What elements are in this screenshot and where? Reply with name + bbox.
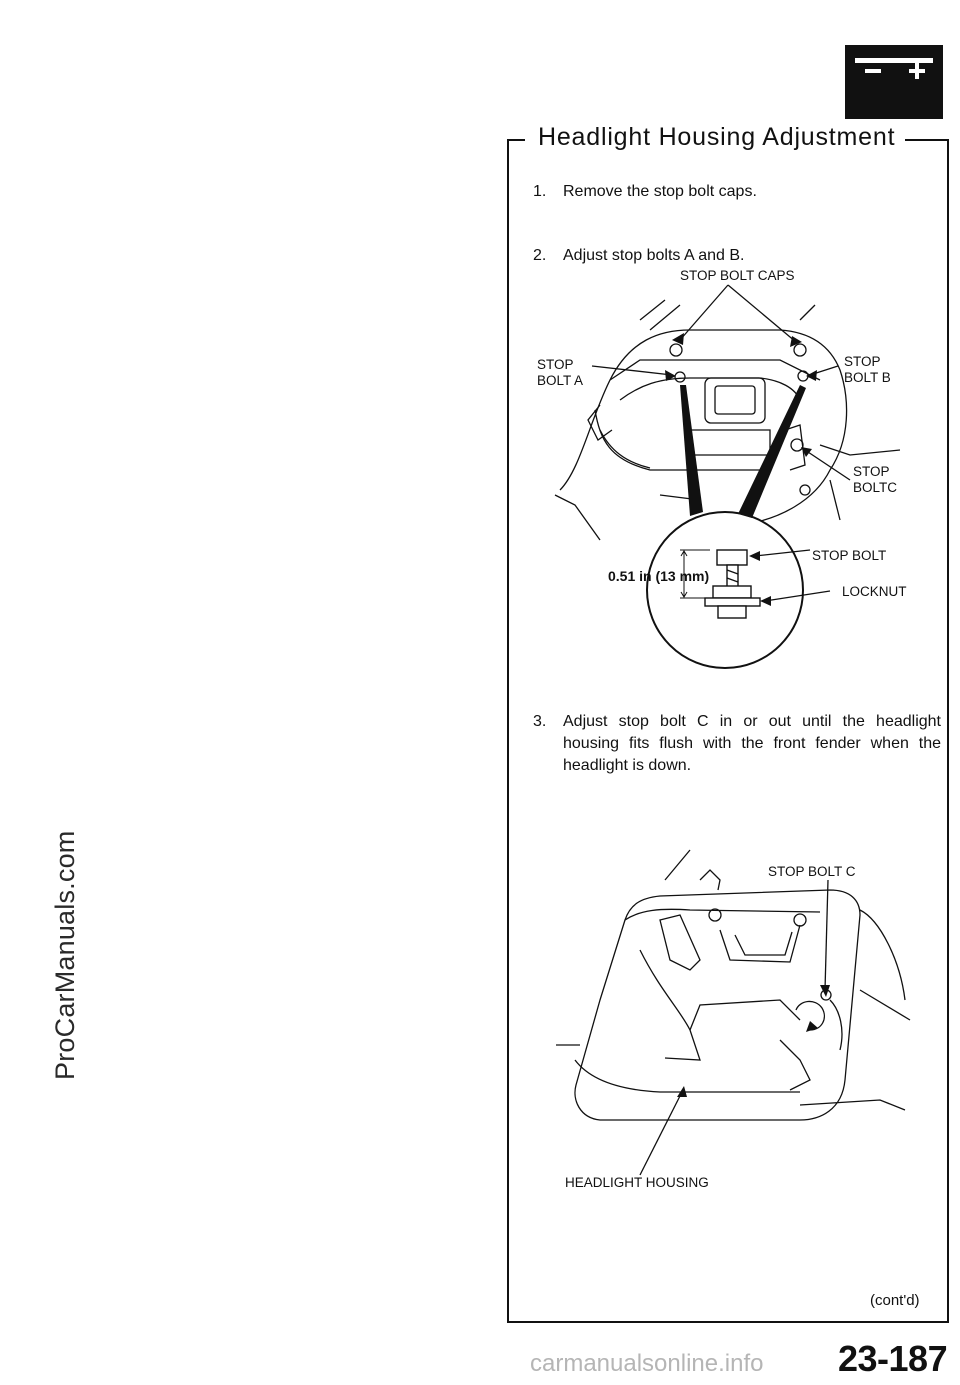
bottom-watermark: carmanualsonline.info [530, 1350, 764, 1377]
label-line: STOP [537, 357, 574, 372]
label-line: STOP [844, 354, 881, 369]
label-line: STOP [853, 464, 890, 479]
label-line: BOLTC [853, 480, 898, 495]
label-line: BOLT A [537, 373, 584, 388]
step-1: 1. Remove the stop bolt caps. [533, 181, 933, 203]
battery-icon [845, 45, 943, 119]
step-number: 2. [533, 247, 547, 264]
label-stop-bolt-a: STOP BOLT A [537, 357, 583, 389]
label-stop-bolt-c: STOP BOLTC [853, 464, 897, 496]
continued-note: (cont'd) [870, 1292, 920, 1309]
step-text: Adjust stop bolt C in or out until the h… [563, 713, 941, 774]
page-number: 23-187 [838, 1338, 948, 1379]
label-stop-bolt-b: STOP BOLT B [844, 354, 891, 386]
label-stop-bolt-c-detail: STOP BOLT C [768, 864, 856, 879]
step-2: 2. Adjust stop bolts A and B. [533, 245, 933, 267]
step-3: 3. Adjust stop bolt C in or out until th… [533, 711, 941, 777]
label-stop-bolt: STOP BOLT [812, 548, 887, 563]
label-dimension: 0.51 in (13 mm) [608, 568, 710, 584]
label-headlight-housing: HEADLIGHT HOUSING [565, 1175, 709, 1190]
label-line: BOLT B [844, 370, 891, 385]
step-number: 3. [533, 713, 547, 730]
label-locknut: LOCKNUT [842, 584, 907, 599]
step-number: 1. [533, 183, 547, 200]
label-stop-bolt-caps: STOP BOLT CAPS [680, 268, 795, 283]
section-title: Headlight Housing Adjustment [528, 123, 906, 152]
step-text: Remove the stop bolt caps. [563, 183, 757, 200]
step-text: Adjust stop bolts A and B. [563, 247, 745, 264]
